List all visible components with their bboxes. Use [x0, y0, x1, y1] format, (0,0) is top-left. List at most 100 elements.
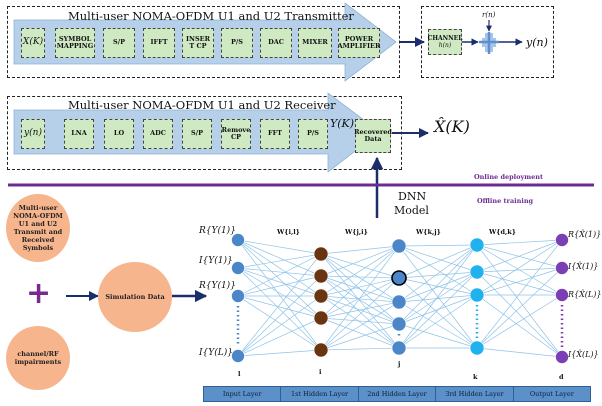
input-label-2: I{Y(1)} [199, 256, 233, 266]
rx-block-sp: S/P [182, 119, 212, 149]
estimate-label: X̂(K) [434, 117, 470, 136]
nn-node-hidden3 [469, 287, 485, 303]
nn-edge [320, 253, 400, 349]
nn-node-output [555, 233, 569, 247]
nn-edge [237, 253, 322, 297]
nn-edge [320, 277, 400, 297]
nn-edge [398, 271, 478, 325]
nn-edge [320, 245, 400, 297]
rx-block-input: y(n) [21, 119, 45, 149]
nn-edge [476, 239, 563, 273]
nn-edge [237, 253, 322, 269]
nn-node-input [231, 233, 245, 247]
nn-edge [476, 294, 563, 349]
nn-edge [398, 244, 478, 247]
layer-hidden-3: 3rd Hidden Layer [436, 387, 514, 401]
rx-block-adc: ADC [143, 119, 173, 149]
layer-index-j: j [398, 360, 401, 368]
nn-edge [237, 267, 322, 277]
nn-edge [320, 245, 400, 319]
transmitter-title: Multi-user NOMA-OFDM U1 and U2 Transmitt… [68, 9, 354, 23]
nn-edge [398, 245, 478, 273]
weight-label-4: W{d,k} [489, 228, 516, 236]
layer-index-k: k [473, 373, 478, 381]
input-label-3: R{Y(1)} [199, 281, 236, 291]
nn-connections [237, 239, 563, 358]
nn-edge [320, 275, 400, 325]
nn-node-hidden2 [391, 238, 407, 254]
nn-edge [398, 244, 478, 303]
nn-edge [320, 277, 400, 351]
channel-output-label: y(n) [526, 36, 548, 49]
nn-edge [320, 347, 400, 351]
nn-node-input [231, 289, 245, 303]
tx-block-sp: S/P [103, 28, 135, 58]
nn-edge [237, 239, 322, 351]
nn-node-hidden1 [313, 342, 329, 358]
nn-edge [237, 267, 322, 297]
nn-edge [237, 295, 322, 319]
simulation-data-circle: Simulation Data [98, 262, 172, 332]
nn-node-output [555, 350, 569, 364]
input-label-1: R{Y(1)} [199, 226, 236, 236]
output-label-2: I{X̂(1)} [568, 262, 599, 271]
nn-edge [320, 323, 400, 351]
nn-edge [237, 239, 322, 277]
nn-edge [237, 275, 322, 357]
weight-label-1: W{i,l} [277, 228, 300, 236]
layer-input: Input Layer [204, 387, 282, 401]
impairments-circle: channel/RF impairments [6, 326, 70, 390]
channel-block: CHANNEL h(n) [428, 29, 462, 55]
tx-block-power-amplifier: POWER AMPLIFIER [338, 28, 380, 58]
nn-edge [320, 245, 400, 277]
tx-block-dac: DAC [260, 28, 292, 58]
nn-edge [476, 347, 563, 358]
weight-label-2: W{j,i} [345, 228, 368, 236]
nn-edge [237, 239, 322, 319]
nn-edge [398, 245, 478, 296]
online-deployment-label: Online deployment [474, 173, 543, 181]
layer-index-i: i [319, 368, 322, 376]
receiver-title: Multi-user NOMA-OFDM U1 and U2 Receiver [68, 98, 336, 112]
nn-edge [237, 349, 322, 357]
nn-edge [476, 239, 563, 296]
adder-icon [479, 32, 499, 54]
layer-hidden-2: 2nd Hidden Layer [359, 387, 437, 401]
nn-node-hidden1 [313, 288, 329, 304]
rx-block-ps: P/S [298, 119, 328, 149]
nn-edge [476, 244, 563, 358]
nn-edge [398, 277, 478, 349]
tx-block-ifft: IFFT [143, 28, 175, 58]
nn-node-hidden1 [313, 246, 329, 262]
tx-block-ps: P/S [221, 28, 253, 58]
rx-block-remove-cp: Remove CP [221, 119, 251, 149]
offline-training-label: Offline training [477, 197, 534, 205]
rx-block-fft: FFT [260, 119, 290, 149]
nn-node-hidden3 [469, 264, 485, 280]
nn-edge [237, 239, 322, 255]
nn-node-input [231, 349, 245, 363]
nn-edge [398, 301, 478, 349]
channel-label: CHANNEL [427, 35, 463, 42]
nn-node-hidden2 [391, 316, 407, 332]
transmitter-frame [7, 6, 400, 78]
nn-edge [398, 271, 478, 279]
nn-edge [476, 271, 563, 358]
nn-edge [398, 244, 478, 325]
nn-node-hidden3 [469, 237, 485, 253]
nn-node-hidden3 [469, 340, 485, 356]
nn-edge [320, 317, 400, 349]
nn-edge [476, 267, 563, 296]
output-label-4: I{X̂(L)} [568, 350, 599, 359]
nn-node-hidden1 [313, 268, 329, 284]
nn-edge [398, 244, 478, 279]
nn-edge [237, 267, 322, 319]
weight-label-3: W{k,j} [416, 228, 441, 236]
layer-name-bar: Input Layer 1st Hidden Layer 2nd Hidden … [203, 386, 591, 402]
nn-edge [476, 244, 563, 269]
nn-edge [398, 294, 478, 303]
nn-ellipsis-dots [236, 305, 564, 347]
nn-edge [320, 295, 400, 349]
nn-edge [320, 275, 400, 279]
dnn-title-line2: Model [394, 204, 429, 217]
